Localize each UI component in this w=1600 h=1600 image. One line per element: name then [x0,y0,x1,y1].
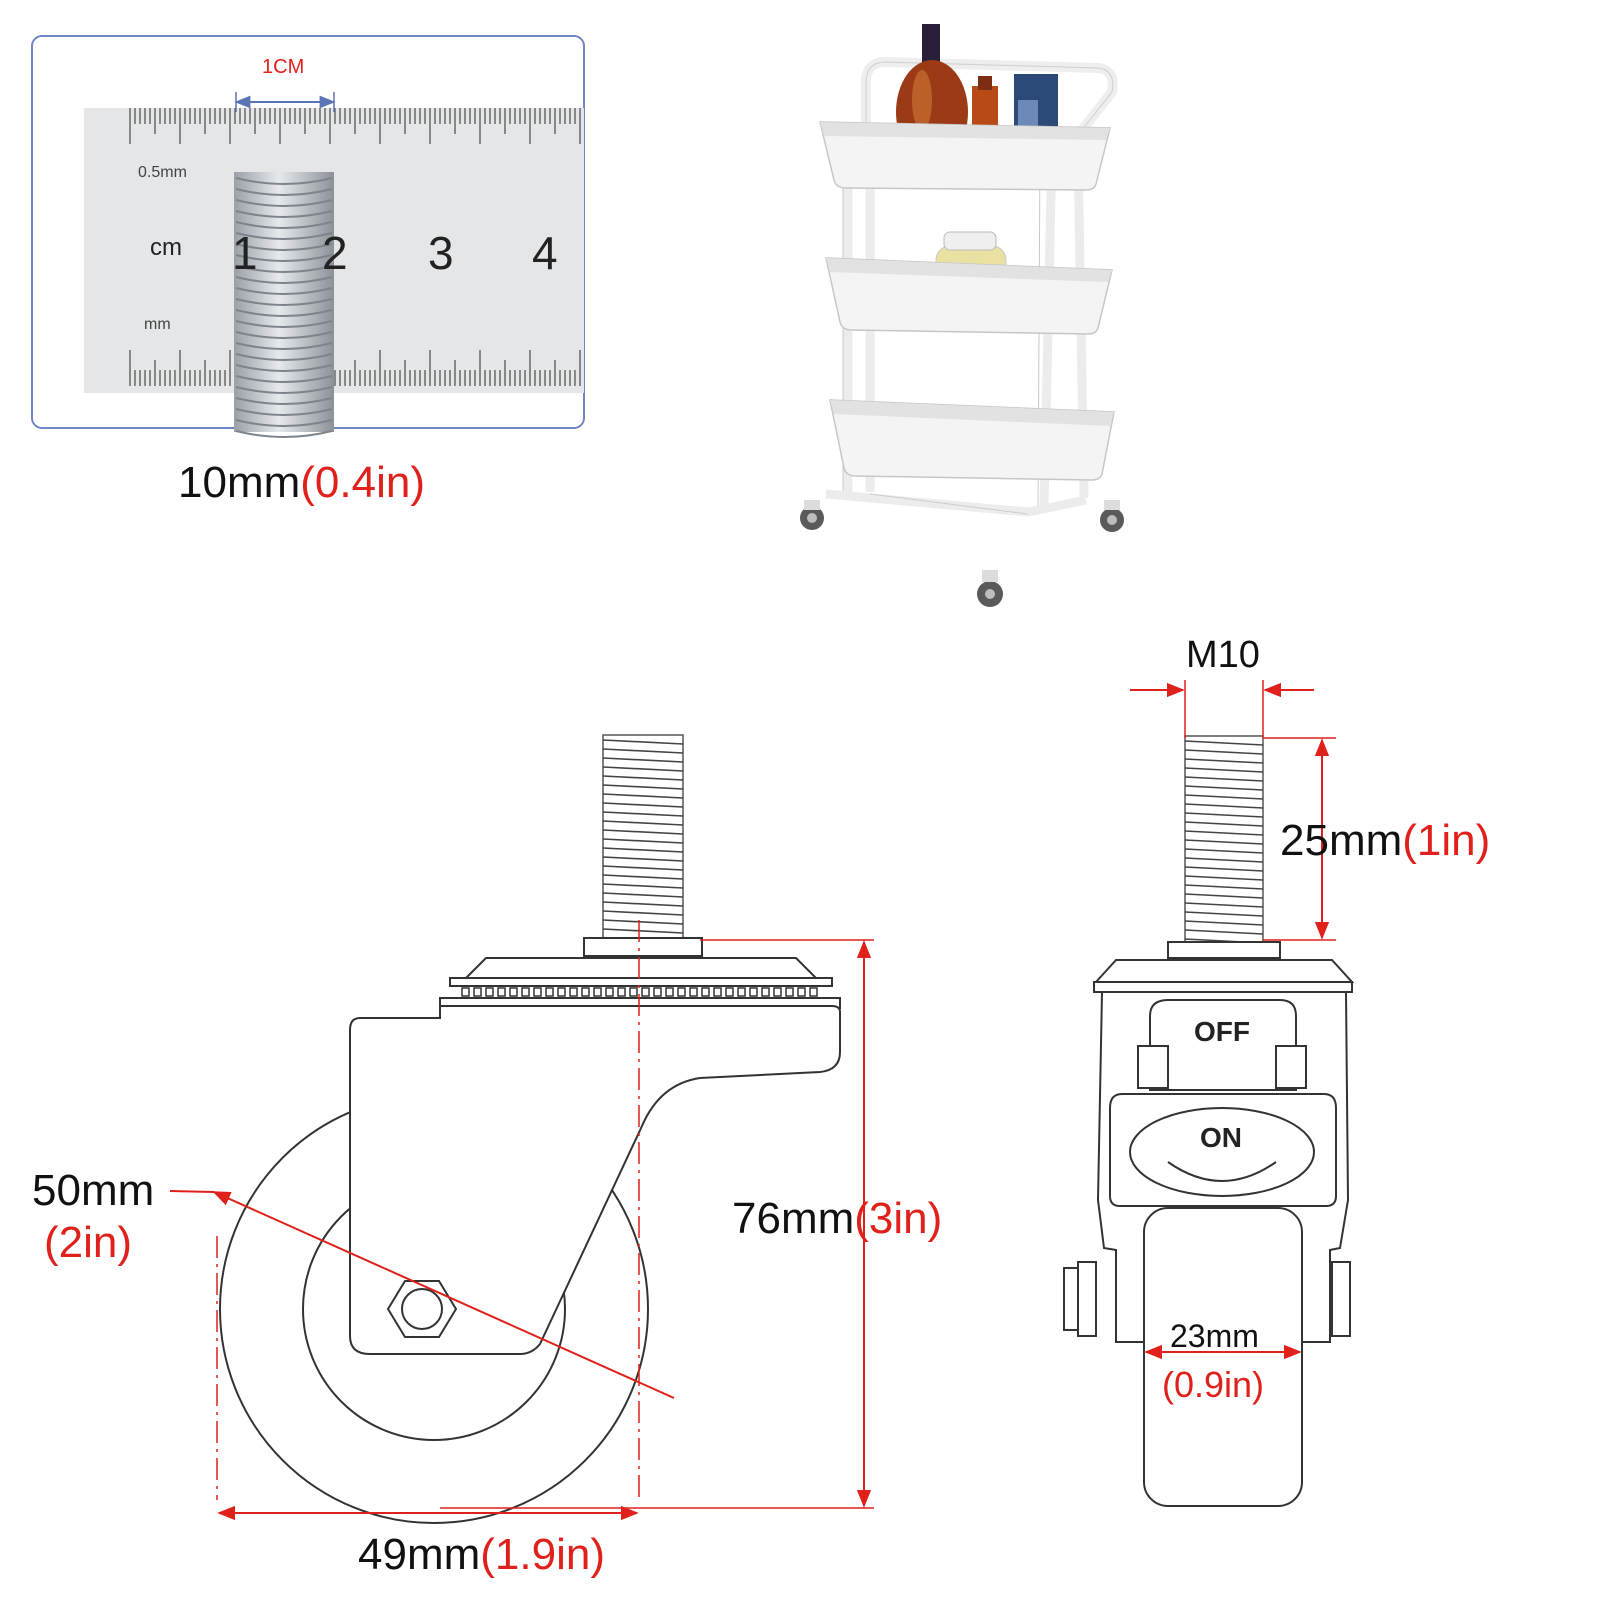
brake-pedal-off [1149,999,1297,1091]
front-stem [1184,735,1264,943]
caster-front-view [1063,735,1355,1507]
cart-wheels [800,500,1124,607]
wheel-width-label: 49mm(1.9in) [358,1530,605,1580]
ruler-cm-label: cm [150,234,182,261]
thread-photo-panel [31,35,585,438]
ruler-digit-2: 2 [322,227,348,279]
side-stem [602,734,684,942]
one-cm-label: 1CM [262,56,305,78]
thread-size-label: M10 [1186,634,1260,676]
tread-width-imperial: (0.9in) [1162,1364,1265,1405]
cart-photo [800,24,1124,607]
thread-length-imperial: (1in) [1402,816,1491,865]
wheel-width-imperial: (1.9in) [480,1530,605,1579]
bottle-neck [922,24,940,68]
thread-length-label: 25mm(1in) [1280,816,1490,866]
brake-on-label: ON [1200,1122,1242,1153]
thread-diameter-imperial: (0.4in) [300,458,425,507]
front-axle-nut-right [1331,1261,1351,1337]
wheel-width-metric: 49mm [358,1530,481,1579]
front-wheel [1143,1207,1303,1507]
thread-diameter-caption: 10mm(0.4in) [178,458,425,508]
side-axle-nut [386,1280,458,1338]
wheel-diameter-metric: 50mm [32,1166,155,1215]
ruler-half-mm-label: 0.5mm [138,164,187,181]
ruler-digit-4: 4 [532,227,558,279]
diameter-dimension-line [212,1191,675,1399]
ruler-digit-3: 3 [428,227,454,279]
front-dimensions [1130,680,1336,1360]
caster-side-view [219,734,841,1524]
side-dimensions [169,920,874,1521]
side-fork [349,1005,841,1355]
total-height-metric: 76mm [732,1194,855,1243]
side-top-plate [463,957,819,979]
brake-off-label: OFF [1194,1016,1250,1047]
wheel-diameter-imperial: (2in) [44,1218,133,1267]
front-top-plate [1093,959,1355,983]
ruler-mm-label: mm [144,316,171,333]
tread-width-metric: 23mm [1170,1318,1259,1354]
total-height-label: 76mm(3in) [732,1194,942,1244]
total-height-imperial: (3in) [854,1194,943,1243]
diameter-leader-line [169,1190,215,1193]
thread-length-metric: 25mm [1280,816,1403,865]
bolt-threads [235,177,333,438]
thread-diameter-metric: 10mm [178,458,301,507]
ruler-ticks-top [129,108,581,144]
ruler-digit-1: 1 [232,227,258,279]
